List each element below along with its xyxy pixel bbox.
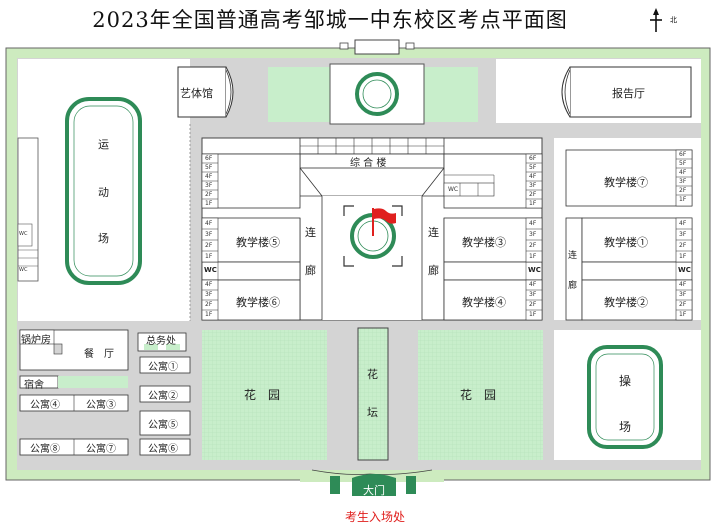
sports-field-char-1: 运 bbox=[98, 138, 109, 151]
tb1-2f: 2F bbox=[679, 242, 687, 249]
east-wc-label: WC bbox=[528, 266, 541, 274]
apartment-1-label: 公寓① bbox=[148, 362, 178, 373]
apartment-7-label: 公寓⑦ bbox=[86, 444, 116, 455]
complex-building-label: 综 合 楼 bbox=[350, 158, 387, 169]
boiler-room-label: 锅炉房 bbox=[21, 335, 51, 346]
tb6-3f: 3F bbox=[205, 291, 213, 298]
tb6-1f: 1F bbox=[205, 311, 213, 318]
flag-icon bbox=[372, 208, 396, 236]
east-wing-5f: 5F bbox=[529, 164, 537, 171]
tb2-1f: 1F bbox=[679, 311, 687, 318]
north-arrow-icon: 北 bbox=[650, 8, 677, 32]
teaching-building-4-label: 教学楼④ bbox=[462, 296, 506, 309]
teaching-building-2-label: 教学楼② bbox=[604, 296, 648, 309]
complex-wc-label: WC bbox=[448, 186, 459, 193]
apartment-5-label: 公寓⑤ bbox=[148, 420, 178, 431]
east-wing-3f: 3F bbox=[529, 182, 537, 189]
teaching-building-7-label: 教学楼⑦ bbox=[604, 176, 648, 189]
tb3-2f: 2F bbox=[529, 242, 537, 249]
ne-wc-label: WC bbox=[678, 266, 691, 274]
svg-text:北: 北 bbox=[670, 16, 677, 24]
east-corridor-char-1: 连 bbox=[428, 226, 439, 239]
playground-char-2: 场 bbox=[619, 420, 632, 434]
west-building-wc-label: WC bbox=[19, 231, 28, 237]
main-gate-label: 大门 bbox=[363, 484, 385, 497]
apartment-4-label: 公寓④ bbox=[30, 400, 60, 411]
tb4-4f: 4F bbox=[529, 281, 537, 288]
teaching-building-6-label: 教学楼⑥ bbox=[236, 296, 280, 309]
tb7-4f: 4F bbox=[679, 169, 687, 176]
west-building-wc-label-2: WC bbox=[19, 267, 28, 273]
map-title: 2023年全国普通高考邹城一中东校区考点平面图 bbox=[92, 8, 568, 32]
tb5-2f: 2F bbox=[205, 242, 213, 249]
sports-field-char-3: 场 bbox=[98, 232, 109, 245]
ne-corridor-char-2: 廊 bbox=[568, 281, 578, 291]
east-wing-1f: 1F bbox=[529, 200, 537, 207]
ne-corridor-char-1: 连 bbox=[568, 251, 578, 261]
west-wing-4f: 4F bbox=[205, 173, 213, 180]
tb7-5f: 5F bbox=[679, 160, 687, 167]
west-wing-6f: 6F bbox=[205, 155, 213, 162]
tb5-3f: 3F bbox=[205, 231, 213, 238]
exam-entrance-label: 考生入场处 bbox=[344, 510, 405, 524]
teaching-building-5-label: 教学楼⑤ bbox=[236, 236, 280, 249]
west-corridor-char-1: 连 bbox=[305, 226, 316, 239]
tb4-1f: 1F bbox=[529, 311, 537, 318]
apartment-8-label: 公寓⑧ bbox=[30, 444, 60, 455]
west-wc-label: WC bbox=[204, 266, 217, 274]
tb5-4f: 4F bbox=[205, 220, 213, 227]
tb7-2f: 2F bbox=[679, 187, 687, 194]
tb6-4f: 4F bbox=[205, 281, 213, 288]
tb2-3f: 3F bbox=[679, 291, 687, 298]
dorm-label: 宿舍 bbox=[24, 380, 44, 391]
west-wing-3f: 3F bbox=[205, 182, 213, 189]
west-wing-2f: 2F bbox=[205, 191, 213, 198]
teaching-building-1-label: 教学楼① bbox=[604, 236, 648, 249]
sports-field-char-2: 动 bbox=[98, 186, 109, 199]
lecture-hall-label: 报告厅 bbox=[612, 87, 645, 100]
canteen-label: 餐 厅 bbox=[84, 349, 114, 360]
east-corridor-char-2: 廊 bbox=[428, 264, 439, 277]
apartment-2-label: 公寓② bbox=[148, 391, 178, 402]
tb2-4f: 4F bbox=[679, 281, 687, 288]
tb4-3f: 3F bbox=[529, 291, 537, 298]
tb2-2f: 2F bbox=[679, 301, 687, 308]
tb7-3f: 3F bbox=[679, 178, 687, 185]
flower-bed-char-2: 坛 bbox=[367, 406, 378, 419]
tb1-3f: 3F bbox=[679, 231, 687, 238]
tb5-1f: 1F bbox=[205, 253, 213, 260]
tb3-3f: 3F bbox=[529, 231, 537, 238]
west-wing-1f: 1F bbox=[205, 200, 213, 207]
tb3-1f: 1F bbox=[529, 253, 537, 260]
tb1-4f: 4F bbox=[679, 220, 687, 227]
east-wing-4f: 4F bbox=[529, 173, 537, 180]
general-affairs-label: 总务处 bbox=[146, 336, 176, 347]
east-wing-6f: 6F bbox=[529, 155, 537, 162]
tb3-4f: 4F bbox=[529, 220, 537, 227]
west-wing-5f: 5F bbox=[205, 164, 213, 171]
tb1-1f: 1F bbox=[679, 253, 687, 260]
west-corridor-char-2: 廊 bbox=[305, 264, 316, 277]
apartment-3-label: 公寓③ bbox=[86, 400, 116, 411]
left-garden-label: 花 园 bbox=[244, 388, 281, 402]
playground-char-1: 操 bbox=[619, 374, 632, 388]
arts-hall-label: 艺体馆 bbox=[180, 87, 213, 100]
right-garden-label: 花 园 bbox=[460, 388, 497, 402]
apartment-6-label: 公寓⑥ bbox=[148, 444, 178, 455]
tb4-2f: 2F bbox=[529, 301, 537, 308]
flower-bed-char-1: 花 bbox=[367, 368, 378, 381]
teaching-building-3-label: 教学楼③ bbox=[462, 236, 506, 249]
tb6-2f: 2F bbox=[205, 301, 213, 308]
tb7-6f: 6F bbox=[679, 151, 687, 158]
tb7-1f: 1F bbox=[679, 196, 687, 203]
east-wing-2f: 2F bbox=[529, 191, 537, 198]
